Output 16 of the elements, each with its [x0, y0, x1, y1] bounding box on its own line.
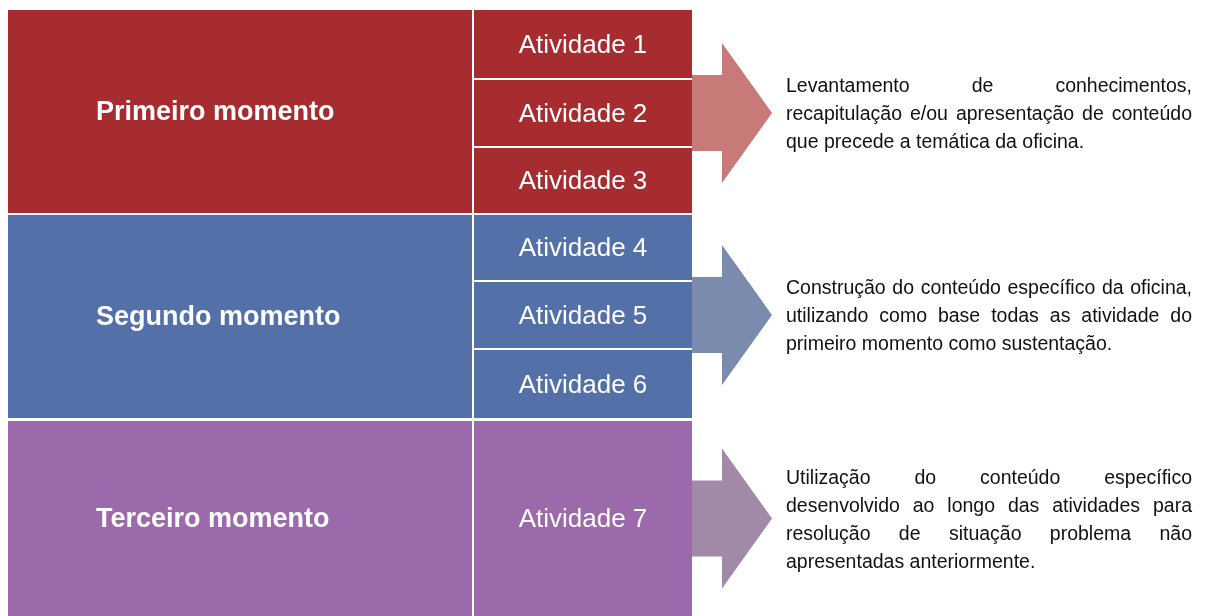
moment-box: Terceiro momento	[8, 421, 472, 616]
block-arrow	[692, 448, 772, 589]
activity-box: Atividade 4	[474, 215, 692, 280]
activity-box: Atividade 5	[474, 282, 692, 348]
activity-box: Atividade 2	[474, 80, 692, 146]
moment-box: Segundo momento	[8, 215, 472, 418]
block-arrow	[692, 245, 772, 385]
activity-box: Atividade 1	[474, 10, 692, 78]
moment-box: Primeiro momento	[8, 10, 472, 213]
block-arrow	[692, 43, 772, 183]
description-text: Utilização do conteúdo específico desenvolvido ao longo das atividades para resolução de situação problema não apresentadas anteriormente.	[786, 462, 1192, 575]
activity-box: Atividade 7	[474, 421, 692, 616]
description-text: Levantamento de conhecimentos, recapitulação e/ou apresentação de conteúdo que precede a temática da oficina.	[786, 71, 1192, 155]
activity-box: Atividade 3	[474, 148, 692, 213]
activity-box: Atividade 6	[474, 350, 692, 418]
description-text: Construção do conteúdo específico da oficina, utilizando como base todas as atividade do primeiro momento como sustentação.	[786, 273, 1192, 357]
